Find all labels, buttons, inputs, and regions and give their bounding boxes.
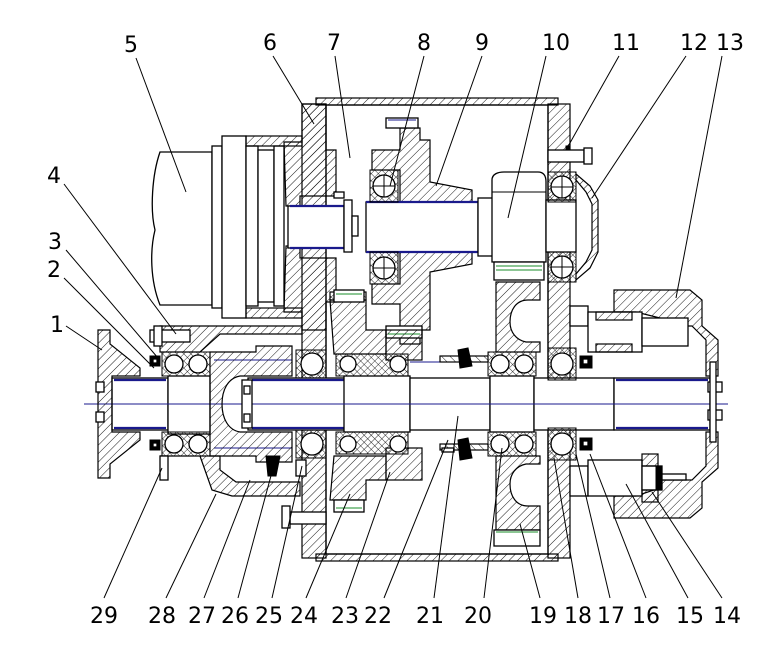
callout-3: 3: [48, 230, 62, 255]
callout-19: 19: [529, 604, 557, 629]
callout-28: 28: [148, 604, 176, 629]
callout-22: 22: [364, 604, 392, 629]
callout-2: 2: [47, 258, 61, 283]
middle-bearings: [281, 349, 409, 529]
callout-18: 18: [564, 604, 592, 629]
right-bearings: [487, 347, 593, 461]
left-end-housing: [95, 325, 303, 497]
motor-adapter-flange: [283, 103, 359, 331]
callout-21: 21: [416, 604, 444, 629]
callout-1: 1: [50, 313, 64, 338]
callout-9: 9: [475, 31, 489, 56]
callout-13: 13: [716, 31, 744, 56]
leader-lines: [63, 55, 723, 599]
output-shaft: [84, 359, 728, 449]
callout-7: 7: [327, 31, 341, 56]
callout-12: 12: [680, 31, 708, 56]
callout-25: 25: [255, 604, 283, 629]
callout-10: 10: [542, 31, 570, 56]
callout-6: 6: [263, 31, 277, 56]
intermediate-gear-shaft: [365, 117, 495, 345]
output-gear: [491, 145, 599, 283]
left-bearings: [149, 351, 211, 457]
callout-24: 24: [290, 604, 318, 629]
callout-4: 4: [47, 164, 61, 189]
callout-20: 20: [464, 604, 492, 629]
callout-17: 17: [597, 604, 625, 629]
callout-16: 16: [632, 604, 660, 629]
right-end-cover: [569, 289, 723, 519]
callout-14: 14: [713, 604, 741, 629]
callouts-bottom: 29 28 27 26 25 24 23 22 21 20 19 18 17 1…: [90, 604, 741, 629]
callout-29: 29: [90, 604, 118, 629]
lower-gear-assembly: [329, 281, 541, 547]
callouts-left: 4 3 2 1: [47, 164, 64, 338]
callout-8: 8: [417, 31, 431, 56]
callout-15: 15: [676, 604, 704, 629]
callout-23: 23: [331, 604, 359, 629]
callout-11: 11: [612, 31, 640, 56]
callout-27: 27: [188, 604, 216, 629]
callouts-top: 5 6 7 8 9 10 11 12 13: [124, 31, 744, 58]
motor: [151, 135, 303, 319]
coupling: [209, 345, 293, 477]
callout-5: 5: [124, 33, 138, 58]
callout-26: 26: [221, 604, 249, 629]
